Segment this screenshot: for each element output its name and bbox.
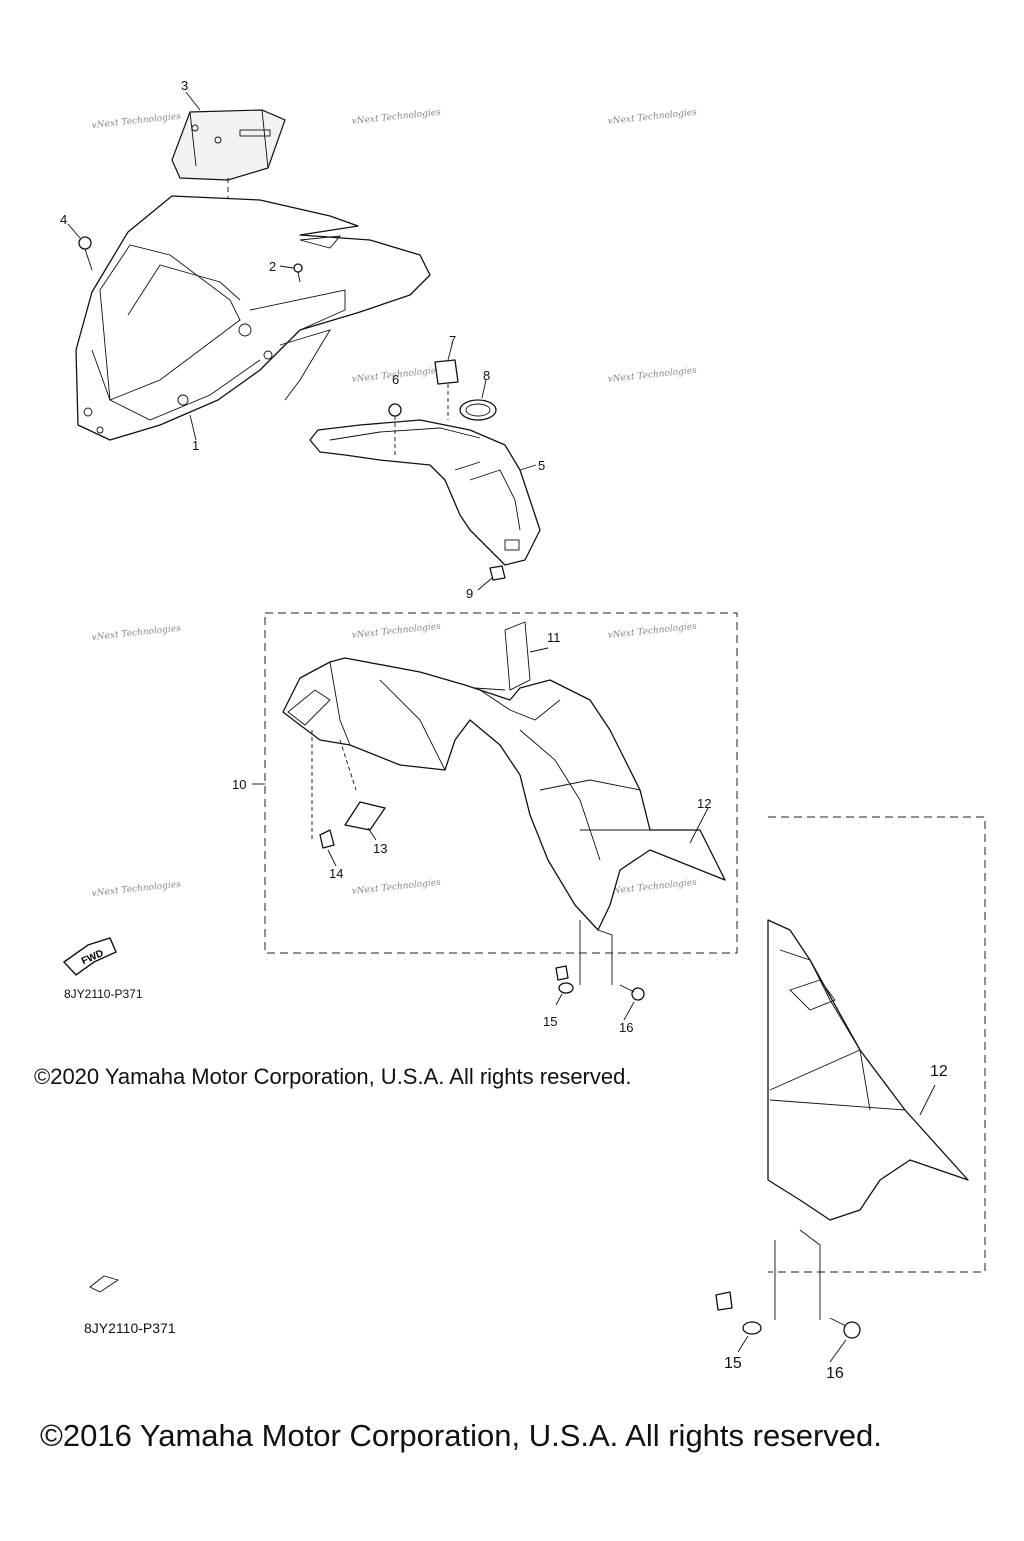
inset-callout-16: 16	[826, 1365, 844, 1382]
callout-6: 6	[392, 372, 399, 387]
part-5-inner-panel	[309, 419, 541, 566]
callout-10: 10	[232, 777, 246, 792]
small-parts-6-9	[388, 344, 506, 591]
callout-13: 13	[373, 841, 387, 856]
callout-3: 3	[181, 78, 188, 93]
watermark: vNext Technologies	[351, 622, 441, 641]
callout-15: 15	[543, 1014, 557, 1029]
watermark: vNext Technologies	[91, 880, 181, 899]
callout-8: 8	[483, 368, 490, 383]
callout-14: 14	[329, 866, 343, 881]
callout-labels: 3 4 2 1 7 6 8 5 9 11 10 12 13 14 15 16 1…	[60, 78, 948, 1382]
inset-callout-12: 12	[930, 1063, 948, 1080]
fasteners-2-4	[67, 223, 303, 283]
inset-diagram-code: 8JY2110-P371	[84, 1320, 176, 1336]
inset-zoom-panel	[89, 816, 986, 1363]
callout-2: 2	[269, 259, 276, 274]
callout-12: 12	[697, 796, 711, 811]
callout-4: 4	[60, 212, 67, 227]
callout-7: 7	[449, 333, 456, 348]
callout-1: 1	[192, 438, 199, 453]
callout-11: 11	[547, 630, 561, 645]
callout-16: 16	[619, 1020, 633, 1035]
watermark: vNext Technologies	[607, 366, 697, 385]
callout-5: 5	[538, 458, 545, 473]
callout-9: 9	[466, 586, 473, 601]
inset-callout-15: 15	[724, 1355, 742, 1372]
part-1-front-cowl	[75, 195, 431, 441]
fwd-arrow-icon: FWD	[62, 937, 117, 976]
watermark: vNext Technologies	[607, 878, 697, 897]
watermark: vNext Technologies	[607, 622, 697, 641]
parts-15-16	[555, 920, 645, 1021]
assembly-10-boundary	[264, 612, 738, 954]
watermark: vNext Technologies	[351, 878, 441, 897]
parts-13-14	[311, 730, 386, 867]
watermark: vNext Technologies	[351, 108, 441, 127]
part-11-12-rear-body	[282, 621, 726, 931]
copyright-2020: ©2020 Yamaha Motor Corporation, U.S.A. A…	[34, 1064, 632, 1089]
copyright-2016: ©2016 Yamaha Motor Corporation, U.S.A. A…	[40, 1418, 882, 1453]
watermark: vNext Technologies	[607, 108, 697, 127]
watermark: vNext Technologies	[91, 624, 181, 643]
watermark: vNext Technologies	[91, 112, 181, 131]
diagram-code: 8JY2110-P371	[64, 987, 143, 1001]
